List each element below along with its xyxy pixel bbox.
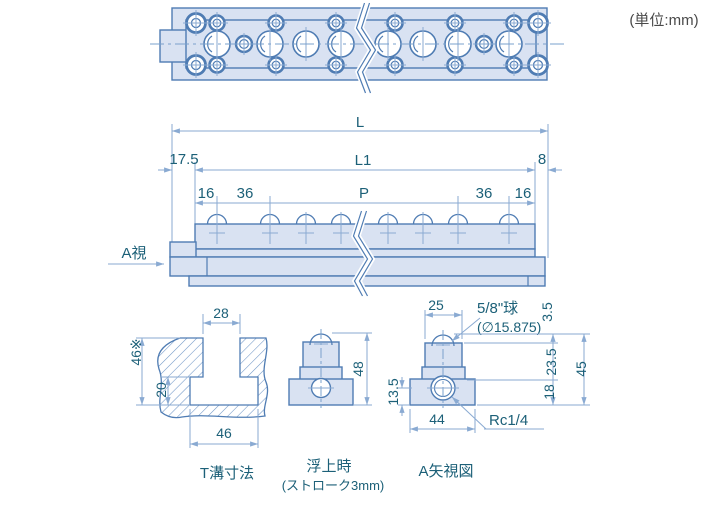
- dim-groove-lip: 20: [153, 382, 169, 398]
- dim-total-height: 45: [573, 361, 589, 377]
- t-slot-caption: T溝寸法: [200, 465, 254, 482]
- dim-pitch: P: [359, 185, 369, 202]
- dim-edge-pitch-right: 16: [515, 185, 532, 202]
- break-line: [357, 210, 374, 297]
- float-caption: 浮上時: [306, 458, 351, 475]
- break-line-mask: [351, 209, 376, 299]
- break-line: [360, 2, 377, 94]
- length-dimensions: L 17.5 L1 8 16 36 P 36 16: [158, 114, 562, 258]
- dim-left-end: 17.5: [169, 151, 198, 168]
- dim-base-width: 44: [429, 411, 445, 427]
- a-arrow-detail-view: 25 5/8"球 (∅15.875) 3.5 23.5 18 45 13.5 4…: [385, 297, 590, 480]
- dim-aview-top-width: 25: [428, 297, 444, 313]
- view-arrow-label: A視: [121, 245, 146, 262]
- dim-body-length: L1: [355, 152, 372, 169]
- dim-edge-pitch-left: 16: [198, 185, 215, 202]
- rail-end-key: [159, 29, 189, 63]
- float-state-detail-view: 48 浮上時 (ストローク3mm): [282, 329, 385, 493]
- break-line-mask: [354, 1, 379, 95]
- ball-diameter: (∅15.875): [477, 319, 541, 335]
- float-caption-sub: (ストローク3mm): [282, 478, 385, 493]
- dim-groove-bottom-width: 46: [216, 425, 232, 441]
- rail-plan-view: [150, 1, 565, 95]
- t-slot-detail-view: 28 46※ 20 46 T溝寸法: [128, 305, 269, 482]
- dim-port-center-height: 13.5: [385, 378, 401, 405]
- unit-note: (単位:mm): [629, 12, 698, 29]
- dim-ball-protrusion: 3.5: [539, 302, 555, 322]
- rail-side-view: A視: [108, 209, 546, 299]
- end-block: [169, 241, 197, 258]
- dim-groove-depth: 46※: [128, 338, 144, 365]
- dim-lower-height: 18: [541, 384, 557, 400]
- break-line: [352, 210, 369, 297]
- dim-upper-height: 23.5: [543, 348, 559, 375]
- ball-label: 5/8"球: [477, 300, 518, 317]
- dim-total-length: L: [356, 114, 364, 131]
- break-line: [355, 2, 372, 94]
- bottom-plate: [188, 275, 546, 287]
- dim-groove-top-width: 28: [213, 305, 229, 321]
- dim-right-end: 8: [538, 151, 546, 168]
- t-slot-section: [157, 337, 269, 419]
- dim-first-pitch-left: 36: [237, 185, 254, 202]
- dim-first-pitch-right: 36: [476, 185, 493, 202]
- dim-raised-height: 48: [350, 361, 366, 377]
- port-thread-label: Rc1/4: [489, 412, 528, 429]
- a-view-caption: A矢視図: [418, 463, 473, 480]
